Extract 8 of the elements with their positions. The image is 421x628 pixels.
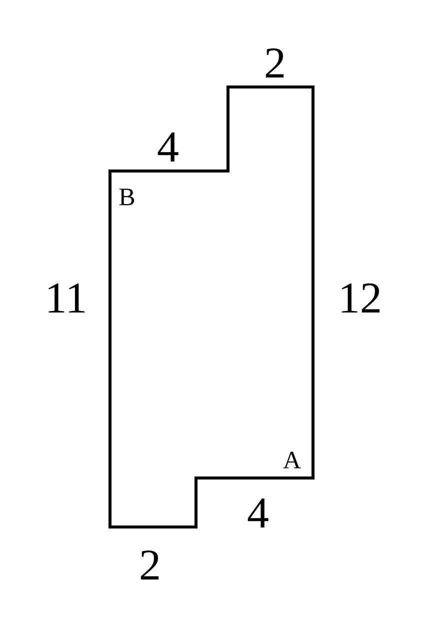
dimension-label: 2: [140, 550, 159, 580]
dimension-label: 4: [158, 132, 178, 162]
dimension-label: 4: [248, 498, 268, 528]
vertex-label: B: [119, 188, 134, 206]
dimension-label: 11: [48, 283, 85, 313]
dimension-label: 12: [342, 283, 380, 313]
dimension-label: 2: [266, 48, 284, 78]
vertex-label: A: [283, 452, 301, 468]
